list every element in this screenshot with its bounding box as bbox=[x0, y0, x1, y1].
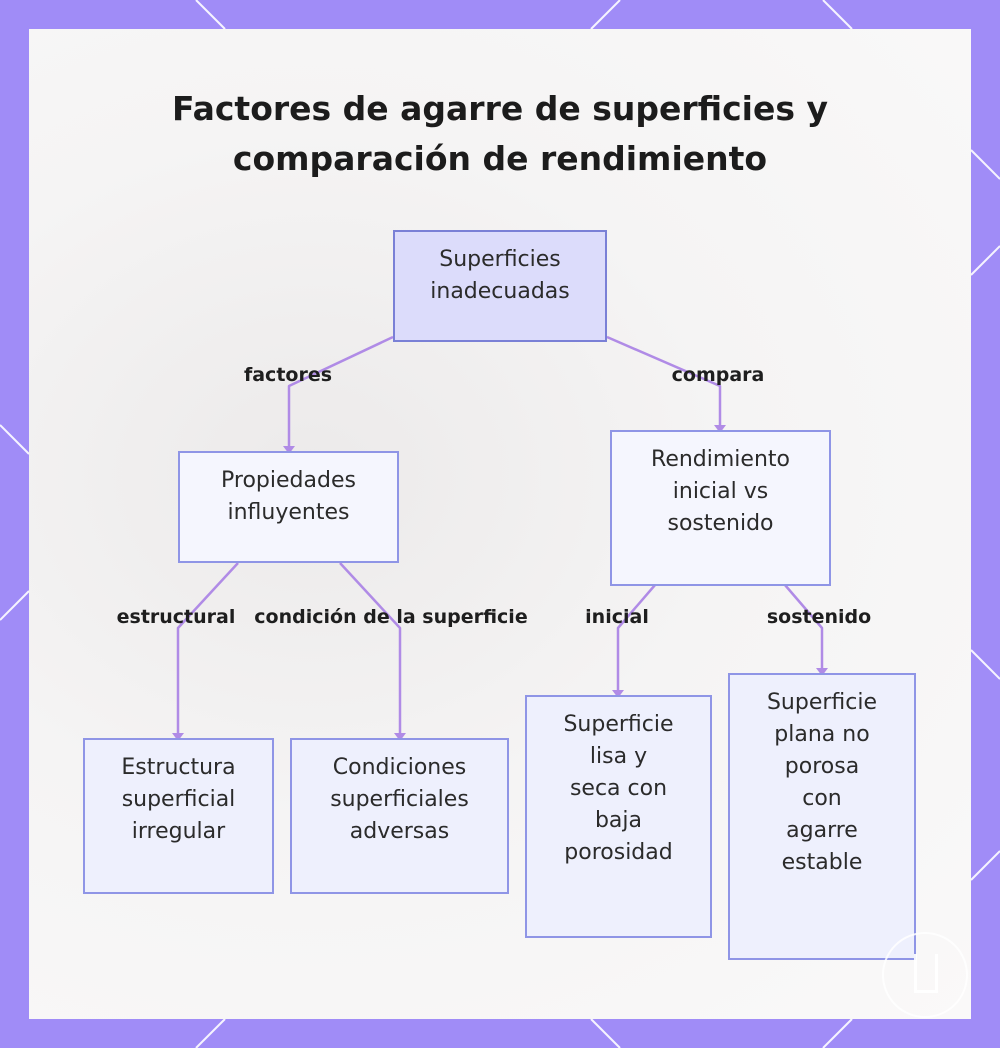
node-line: superficial bbox=[121, 787, 236, 812]
node-line: Condiciones bbox=[332, 755, 467, 780]
edge-initial bbox=[616, 584, 656, 690]
arrowhead-factors bbox=[283, 446, 295, 454]
edge-compares bbox=[606, 335, 722, 425]
node-smooth-dry-low-porosity: Superficie lisa y seca con baja porosida… bbox=[525, 695, 712, 938]
node-line: Superficie bbox=[563, 712, 674, 737]
node-line: estable bbox=[781, 850, 863, 875]
arrowhead-compares bbox=[714, 425, 726, 433]
node-flat-nonporous-stable-grip: Superficie plana no porosa con agarre es… bbox=[728, 673, 916, 960]
edge-label-sustained: sostenido bbox=[766, 606, 872, 628]
edge-label-surface-condition: condición de la superficie bbox=[254, 606, 528, 628]
node-line: Propiedades bbox=[221, 468, 356, 493]
edge-surface-condition bbox=[339, 562, 402, 733]
watermark-logo-icon bbox=[882, 932, 968, 1018]
node-line: con bbox=[802, 786, 842, 811]
arrowhead-initial bbox=[612, 690, 624, 698]
edge-sustained bbox=[784, 584, 824, 668]
node-line: agarre bbox=[786, 818, 858, 843]
node-line: adversas bbox=[349, 819, 450, 844]
edge-label-structural: estructural bbox=[116, 606, 236, 628]
node-line: plana no bbox=[774, 722, 870, 747]
arrowhead-structural bbox=[172, 733, 184, 741]
node-line: sostenido bbox=[667, 511, 774, 536]
node-initial-vs-sustained-performance: Rendimiento inicial vs sostenido bbox=[610, 430, 831, 586]
node-line: Estructura bbox=[121, 755, 236, 780]
arrowhead-sustained bbox=[816, 668, 828, 676]
edge-label-factors: factores bbox=[243, 364, 333, 386]
arrowhead-surface-condition bbox=[394, 733, 406, 741]
node-line: porosidad bbox=[564, 840, 673, 865]
edge-structural bbox=[176, 562, 239, 733]
node-irregular-surface-structure: Estructura superficial irregular bbox=[83, 738, 274, 894]
node-line: Superficies bbox=[439, 247, 561, 272]
node-line: Superficie bbox=[766, 690, 878, 715]
node-line: lisa y bbox=[589, 744, 648, 769]
node-line: inadecuadas bbox=[430, 279, 570, 304]
node-line: seca con bbox=[569, 776, 668, 801]
node-line: porosa bbox=[784, 754, 860, 779]
edge-factors bbox=[287, 335, 394, 446]
node-adverse-surface-conditions: Condiciones superficiales adversas bbox=[290, 738, 509, 894]
edge-label-initial: inicial bbox=[585, 606, 649, 628]
diagram-title: Factores de agarre de superficies y comp… bbox=[171, 89, 828, 178]
node-line: irregular bbox=[131, 819, 226, 844]
node-inadequate-surfaces: Superficies inadecuadas bbox=[393, 230, 607, 342]
node-line: inicial vs bbox=[672, 479, 769, 504]
node-line: influyentes bbox=[227, 500, 350, 525]
node-line: Rendimiento bbox=[651, 447, 790, 472]
node-influential-properties: Propiedades influyentes bbox=[178, 451, 399, 563]
node-line: superficiales bbox=[330, 787, 469, 812]
node-line: baja bbox=[594, 808, 643, 833]
edge-label-compares: compara bbox=[671, 364, 765, 386]
